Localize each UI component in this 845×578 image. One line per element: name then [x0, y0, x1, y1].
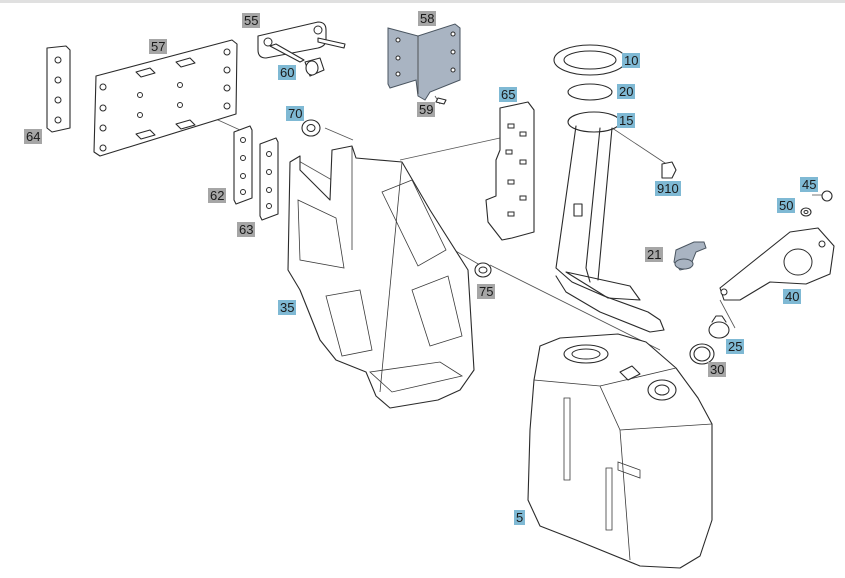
callout-5: 5: [514, 510, 526, 525]
part-35-tank-frame: [287, 145, 475, 409]
part-62-spacer: [233, 125, 253, 205]
part-65-sensor-bracket: [485, 101, 535, 241]
callout-21: 21: [645, 247, 664, 262]
callout-59: 59: [417, 102, 436, 117]
part-50-washer: [800, 207, 812, 217]
part-57-mounting-plate: [93, 39, 238, 157]
callout-10: 10: [622, 53, 641, 68]
part-60-bushing: [304, 57, 325, 77]
part-64-spacer-plate: [46, 45, 71, 133]
callout-57: 57: [149, 39, 168, 54]
part-10-lock-ring: [553, 44, 627, 76]
callout-910: 910: [655, 181, 681, 196]
callout-63: 63: [237, 222, 256, 237]
part-70-nut: [301, 119, 321, 137]
callout-15: 15: [617, 113, 636, 128]
part-58-angle-bracket: [387, 23, 461, 105]
callout-58: 58: [418, 11, 437, 26]
callout-30: 30: [708, 362, 727, 377]
part-75-nut: [474, 262, 492, 278]
callout-65: 65: [499, 87, 518, 102]
part-63-spacer: [259, 137, 279, 221]
part-20-seal-ring: [567, 83, 613, 101]
part-15-sender-unit: [555, 111, 665, 333]
callout-20: 20: [617, 84, 636, 99]
callout-62: 62: [208, 188, 227, 203]
part-30-o-ring: [689, 343, 715, 365]
part-25-cap: [708, 315, 730, 339]
part-910-clip: [661, 161, 677, 179]
callout-60: 60: [278, 65, 297, 80]
part-5-tank: [527, 333, 713, 569]
callout-64: 64: [24, 129, 43, 144]
callout-40: 40: [783, 289, 802, 304]
part-21-nozzle: [673, 241, 707, 271]
part-55-pin-bracket: [257, 21, 346, 63]
top-border: [0, 0, 845, 3]
callout-45: 45: [800, 177, 819, 192]
callout-35: 35: [278, 300, 297, 315]
callout-50: 50: [777, 198, 796, 213]
callout-70: 70: [286, 106, 305, 121]
callout-25: 25: [726, 339, 745, 354]
part-45-bolt: [821, 190, 833, 202]
callout-75: 75: [477, 284, 496, 299]
part-40-filler-bracket: [719, 227, 835, 301]
callout-55: 55: [242, 13, 261, 28]
